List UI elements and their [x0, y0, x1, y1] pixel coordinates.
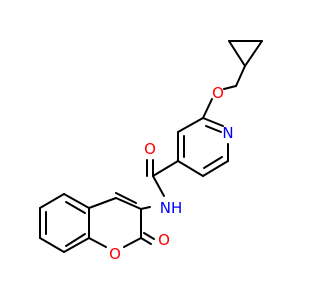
bond: [203, 156, 223, 169]
bond: [244, 40, 263, 67]
bond: [140, 237, 152, 245]
bond: [88, 237, 107, 248]
bond: [88, 197, 117, 209]
carbonyl-oxygen-label: O: [158, 231, 170, 249]
bond: [140, 206, 151, 210]
ether-oxygen-label: O: [212, 84, 224, 102]
amide-nitrogen-label: NH: [160, 199, 183, 217]
structure-canvas: O N O NH O O: [39, 40, 263, 263]
bond: [115, 197, 142, 210]
bond: [63, 193, 90, 209]
bond: [235, 65, 246, 87]
bond: [228, 40, 246, 67]
bond: [177, 160, 204, 177]
bond: [152, 160, 179, 177]
bond: [205, 125, 222, 133]
bond: [65, 201, 86, 214]
bond: [63, 237, 90, 253]
bond: [223, 85, 237, 90]
pyridine-nitrogen-label: N: [222, 124, 233, 142]
bond: [39, 193, 65, 209]
bond: [202, 117, 224, 127]
bond: [202, 98, 213, 119]
bond: [123, 237, 142, 248]
bond: [39, 237, 65, 253]
bond: [65, 233, 86, 247]
bond: [202, 160, 229, 177]
amide-oxygen-label: O: [144, 140, 156, 158]
bond: [152, 175, 165, 197]
atom-labels: O N O NH O O: [109, 84, 234, 263]
bond: [143, 232, 155, 240]
bond: [177, 117, 204, 133]
molecule-structure: O N O NH O O: [39, 40, 263, 263]
ring-oxygen-label: O: [109, 245, 121, 263]
bond: [115, 192, 137, 204]
bonds: [39, 40, 263, 253]
